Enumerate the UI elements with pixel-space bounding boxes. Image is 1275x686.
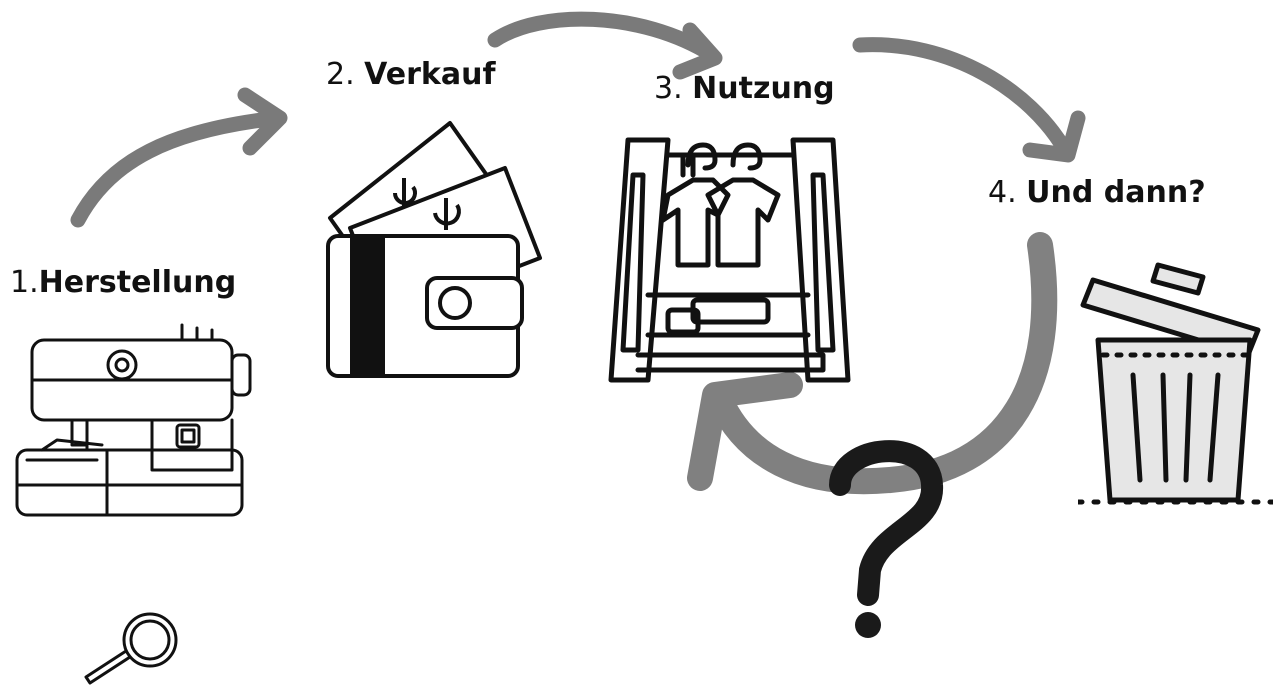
step-1-title: Herstellung — [39, 265, 237, 300]
step-1-number: 1. — [10, 265, 39, 300]
step-1-label: 1.Herstellung — [10, 268, 236, 298]
step-3-label: 3. Nutzung — [654, 74, 835, 104]
step-2-label: 2. Verkauf — [326, 60, 496, 90]
magnifying-glass-icon[interactable] — [82, 605, 182, 686]
clothes-rack-icon — [608, 135, 853, 385]
wallet-money-icon — [325, 118, 550, 383]
step-2-number: 2. — [326, 57, 355, 92]
step-4-label: 4. Und dann? — [988, 178, 1206, 208]
arrow-3-to-4 — [860, 45, 1065, 150]
arrow-2-to-3 — [495, 19, 712, 55]
arrow-1-to-2 — [78, 118, 278, 220]
step-3-title: Nutzung — [692, 71, 834, 106]
step-4-title: Und dann? — [1026, 175, 1205, 210]
step-2-title: Verkauf — [364, 57, 495, 92]
question-mark-icon — [820, 425, 950, 640]
sewing-machine-icon — [12, 320, 257, 525]
step-4-number: 4. — [988, 175, 1017, 210]
step-3-number: 3. — [654, 71, 683, 106]
trash-can-icon — [1078, 255, 1273, 510]
